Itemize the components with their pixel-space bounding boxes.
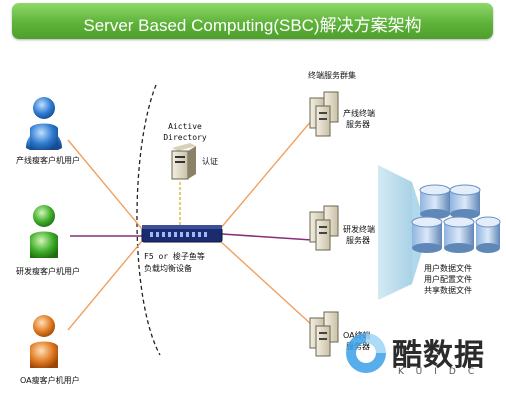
storage-line2: 用户配置文件	[424, 275, 472, 284]
lb-label-line1: F5 or 梭子鱼等	[144, 252, 205, 261]
link-client1-lb	[67, 139, 143, 230]
link-lb-server2	[221, 233, 313, 241]
client-user-icon-blue	[26, 97, 62, 150]
title-banner: Server Based Computing(SBC)解决方案架构	[12, 3, 493, 39]
storage-line1: 用户数据文件	[424, 264, 472, 273]
watermark-text: 酷数据	[392, 338, 485, 373]
link-lb-server1	[219, 119, 313, 230]
load-balancer-icon	[141, 225, 223, 243]
link-client3-lb	[67, 240, 143, 331]
terminal-server-icon-1	[309, 91, 339, 137]
link-lb-server3	[219, 240, 313, 326]
server1-line1: 产线终端	[343, 109, 375, 118]
lb-label-line2: 负载均衡设备	[144, 264, 192, 273]
watermark-sub: KUIDC	[398, 367, 487, 377]
watermark-logo-icon	[346, 333, 386, 373]
terminal-server-icon-2	[309, 205, 339, 251]
cluster-title: 终端服务群集	[308, 71, 356, 80]
storage-line3: 共享数据文件	[424, 286, 472, 295]
orange-links	[67, 119, 313, 331]
page-title: Server Based Computing(SBC)解决方案架构	[83, 16, 422, 35]
purple-links	[70, 233, 313, 241]
watermark: 酷数据 KUIDC	[344, 325, 494, 385]
server1-line2: 服务器	[346, 120, 370, 129]
ad-auth-label: 认证	[202, 157, 218, 166]
server2-line1: 研发终端	[343, 225, 375, 234]
client-user-icon-orange	[30, 315, 58, 368]
server2-line2: 服务器	[346, 236, 370, 245]
client-label-2: 研发瘦客户机用户	[16, 267, 80, 276]
client-label-1: 产线瘦客户机用户	[16, 156, 80, 165]
database-icon	[411, 184, 501, 253]
terminal-server-icon-3	[309, 311, 339, 357]
ad-server-icon	[171, 143, 196, 180]
ad-title-line1: Aictive	[168, 122, 202, 131]
network-boundary	[136, 84, 161, 356]
client-user-icon-green	[30, 205, 58, 258]
storage-arrow	[378, 165, 412, 300]
client-label-3: OA瘦客户机用户	[20, 376, 80, 385]
ad-title-line2: Directory	[163, 133, 207, 142]
